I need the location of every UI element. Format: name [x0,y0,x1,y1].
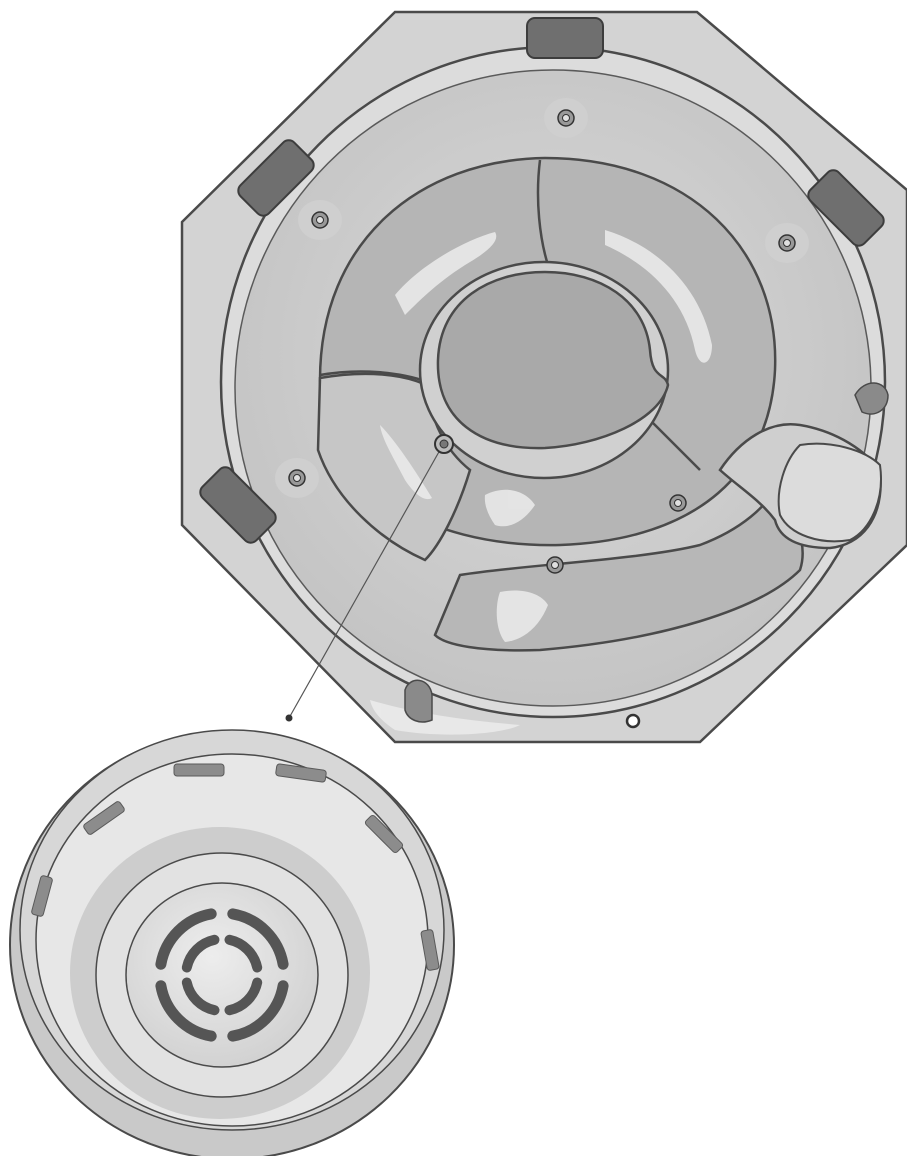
drain-slot-arc [224,934,263,973]
highlight-left-seat-top [395,232,497,315]
drain-callout [285,434,454,722]
seat-divider-top [536,159,550,266]
footwell-center [436,270,670,450]
jet-icon [546,556,564,574]
spa-seats [316,156,882,652]
pillow-bottom-left [199,466,277,544]
drain-slot-arc [181,977,220,1016]
pillow-top-right [807,169,885,247]
drain-rim-slots [31,763,440,971]
drain-slot-arc [227,908,289,970]
spa-jets [275,98,809,574]
step-block [777,442,882,543]
jet-nozzle [783,239,791,247]
callout-leader-line [288,449,441,719]
jet-nozzle [562,114,570,122]
spa-pillows [199,17,885,544]
jet-icon [298,200,342,240]
step-bump-bottom-left [404,679,433,723]
callout-dot [285,714,293,722]
drain-detail [9,729,455,1160]
jet-nozzle [316,216,324,224]
drain-rim-slot [173,763,225,777]
highlight-floor [484,489,535,527]
pillow-top-left [237,139,315,217]
drain-rim-slot [83,801,125,835]
drain-slot-arc [155,908,217,970]
seat-lounge-left [316,372,472,562]
jet-icon [765,223,809,263]
jet-icon [544,98,588,138]
water-highlights [370,230,712,735]
jet-icon [669,494,687,512]
pillow-top [526,17,604,59]
drain-rim-slot [420,929,440,971]
drain-rim-slot [275,763,327,783]
seat-divider-right [649,419,701,471]
highlight-lounge [380,425,432,500]
highlight-right-seat [605,230,712,363]
drain-grate [125,882,319,1068]
drain-fitting-small-inner [439,439,449,449]
highlight-rim-bottom [370,700,520,735]
jet-icon [275,458,319,498]
seat-divider-left [319,370,429,384]
drain-slot-arc [227,980,289,1042]
step-bump-right [854,382,889,415]
spa-fixtures [404,382,889,729]
drain-slot-arc [181,934,220,973]
highlight-front-seat [496,590,548,642]
drain-rim-slot [31,875,53,917]
jet-nozzle [551,561,559,569]
drain-slot-arc [224,977,263,1016]
jet-nozzle [293,474,301,482]
jet-nozzle [674,499,682,507]
drain-grate-slots [155,908,289,1042]
drain-rim-slot [364,814,404,854]
drain-slot-arc [155,980,217,1042]
control-knob-bottom [625,713,641,729]
